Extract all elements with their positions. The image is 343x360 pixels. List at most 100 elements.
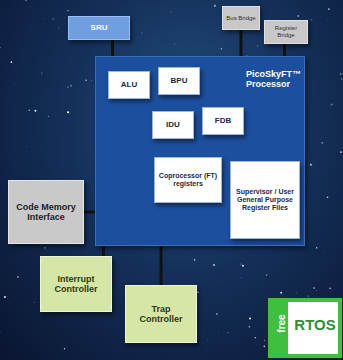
bridge-box: Register Bridge	[264, 20, 308, 44]
star	[197, 292, 199, 294]
star	[141, 32, 143, 34]
register-box: Supervisor / User General Purpose Regist…	[230, 161, 300, 239]
controller-box: Interrupt Controller	[40, 256, 112, 312]
star	[297, 15, 299, 17]
bus-connector	[111, 40, 114, 56]
star	[34, 110, 36, 112]
star	[26, 146, 28, 148]
star	[42, 18, 43, 19]
star	[169, 43, 171, 45]
logo-band	[272, 302, 288, 354]
star	[85, 80, 87, 82]
star	[310, 164, 312, 166]
star	[17, 276, 19, 278]
logo-frame	[270, 300, 340, 356]
star	[249, 317, 251, 319]
star	[213, 264, 215, 266]
star	[4, 296, 6, 298]
star	[11, 61, 13, 63]
star	[216, 313, 218, 315]
star	[296, 292, 298, 294]
star	[240, 277, 242, 279]
unit-box: BPU	[158, 67, 200, 95]
star	[242, 265, 244, 267]
star	[58, 27, 60, 29]
star	[170, 11, 172, 13]
star	[327, 196, 328, 197]
star	[67, 10, 68, 11]
star	[67, 111, 69, 113]
box-label: Bus Bridge	[226, 15, 255, 22]
star	[248, 326, 250, 328]
star	[28, 109, 30, 111]
star	[248, 323, 249, 324]
bus-connector	[240, 30, 243, 56]
box-label: Trap Controller	[129, 304, 193, 325]
star	[329, 288, 331, 290]
star	[263, 345, 265, 347]
star	[25, 0, 27, 1]
star	[67, 87, 68, 88]
box-label: Code Memory Interface	[12, 202, 80, 223]
star	[316, 290, 318, 292]
star	[0, 331, 1, 333]
star	[237, 322, 239, 324]
bus-connector	[102, 246, 105, 256]
bus-connector	[283, 44, 286, 56]
unit-box: ALU	[108, 71, 150, 99]
star	[257, 45, 259, 47]
star	[311, 19, 312, 20]
box-label: Coprocessor (FT) registers	[158, 172, 218, 188]
star	[174, 43, 176, 45]
star	[249, 315, 251, 317]
logo-text: free	[276, 314, 287, 334]
unit-box: IDU	[152, 111, 194, 139]
star	[255, 337, 256, 338]
processor-panel: PicoSkyFT™ Processor ALU BPU IDU FDB Coproces…	[95, 56, 305, 246]
star	[308, 295, 309, 296]
star	[9, 302, 11, 304]
star	[64, 348, 65, 349]
star	[194, 259, 196, 261]
box-label: BPU	[171, 76, 188, 85]
star	[227, 332, 228, 333]
star	[48, 116, 49, 117]
star	[33, 302, 35, 304]
star	[218, 331, 219, 332]
star	[264, 340, 265, 341]
star	[52, 18, 53, 19]
star	[44, 247, 46, 249]
star	[328, 8, 330, 10]
unit-box: FDB	[202, 107, 244, 135]
star	[214, 5, 216, 7]
star	[70, 85, 72, 87]
star	[221, 48, 222, 49]
star	[207, 340, 209, 342]
star	[280, 292, 282, 294]
star	[0, 47, 1, 48]
star	[240, 263, 241, 264]
processor-title: PicoSkyFT™ Processor	[246, 69, 302, 90]
star	[340, 151, 342, 153]
star	[316, 247, 318, 249]
box-label: Supervisor / User General Purpose Regist…	[234, 188, 296, 212]
bus-connector	[84, 211, 95, 214]
star	[14, 83, 16, 85]
star	[324, 251, 326, 253]
box-label: Interrupt Controller	[44, 274, 108, 295]
star	[199, 341, 201, 343]
bus-connector	[160, 246, 163, 285]
star	[321, 142, 323, 144]
star	[331, 104, 333, 106]
star	[41, 72, 42, 73]
star	[327, 20, 329, 22]
star	[27, 38, 29, 40]
star	[18, 15, 20, 17]
interface-box: Code Memory Interface	[8, 180, 84, 244]
star	[313, 287, 315, 289]
star	[326, 25, 328, 27]
logo-text: RTOS	[292, 316, 338, 333]
bridge-box: Bus Bridge	[222, 6, 260, 30]
register-box: Coprocessor (FT) registers	[154, 157, 222, 203]
